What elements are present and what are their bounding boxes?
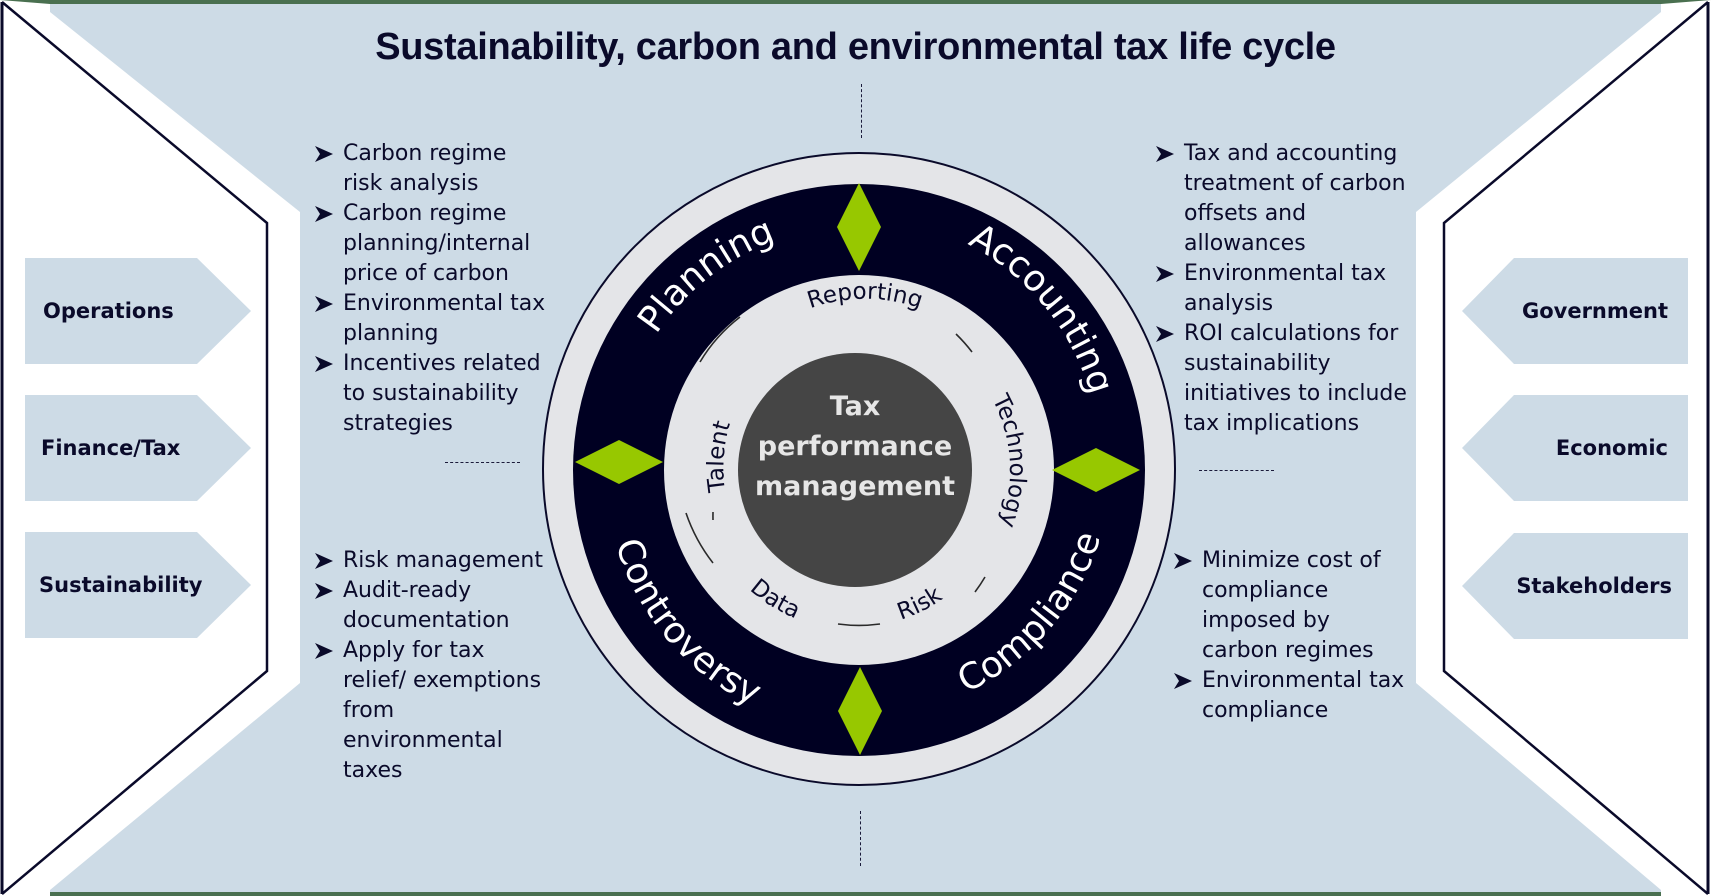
arrowhead-bullet-icon <box>1156 266 1174 282</box>
arrowhead-bullet-icon <box>315 643 333 659</box>
top-connector-line <box>861 84 862 138</box>
arrowhead-bullet-icon <box>315 553 333 569</box>
stakeholder-label: Stakeholders <box>1516 574 1672 598</box>
stakeholder-government: Government <box>1462 258 1688 364</box>
diagram-title: Sustainability, carbon and environmental… <box>375 26 1336 68</box>
chevron-left-shape-icon <box>1462 258 1688 364</box>
arrowhead-bullet-icon <box>1156 326 1174 342</box>
core-label-line1: Tax <box>829 391 881 422</box>
chevron-right-shape-icon <box>25 258 251 364</box>
stakeholder-label: Operations <box>43 299 174 323</box>
stakeholder-economic: Economic <box>1462 395 1688 501</box>
stakeholder-label: Finance/Tax <box>41 436 181 460</box>
arrowhead-bullet-icon <box>315 206 333 222</box>
arrowhead-bullet-icon <box>315 146 333 162</box>
stakeholder-operations: Operations <box>25 258 251 364</box>
chevron-right-shape-icon <box>25 532 251 638</box>
stakeholder-stakeholders: Stakeholders <box>1462 533 1688 639</box>
separator-line-right <box>1199 470 1274 471</box>
stakeholder-label: Economic <box>1555 436 1668 460</box>
core-label: Tax performance management <box>737 387 973 507</box>
stakeholder-label: Government <box>1521 299 1668 323</box>
bottom-connector-line <box>860 811 861 866</box>
chevron-left-shape-icon <box>1462 395 1688 501</box>
arrowhead-bullet-icon <box>315 356 333 372</box>
arrowhead-bullet-icon <box>1174 553 1192 569</box>
chevron-right-shape-icon <box>25 395 251 501</box>
arrowhead-bullet-icon <box>1156 146 1174 162</box>
stakeholder-label: Sustainability <box>39 573 203 597</box>
arrowhead-bullet-icon <box>1174 673 1192 689</box>
bullet-item: Risk management <box>315 546 543 576</box>
core-label-line3: management <box>754 471 955 502</box>
arrowhead-bullet-icon <box>315 583 333 599</box>
core-label-line2: performance <box>757 431 953 462</box>
separator-line-left <box>445 462 520 463</box>
stakeholder-sustainability: Sustainability <box>25 532 251 638</box>
chevron-left-shape-icon <box>1462 533 1688 639</box>
arrowhead-bullet-icon <box>315 296 333 312</box>
stakeholder-finance-tax: Finance/Tax <box>25 395 251 501</box>
